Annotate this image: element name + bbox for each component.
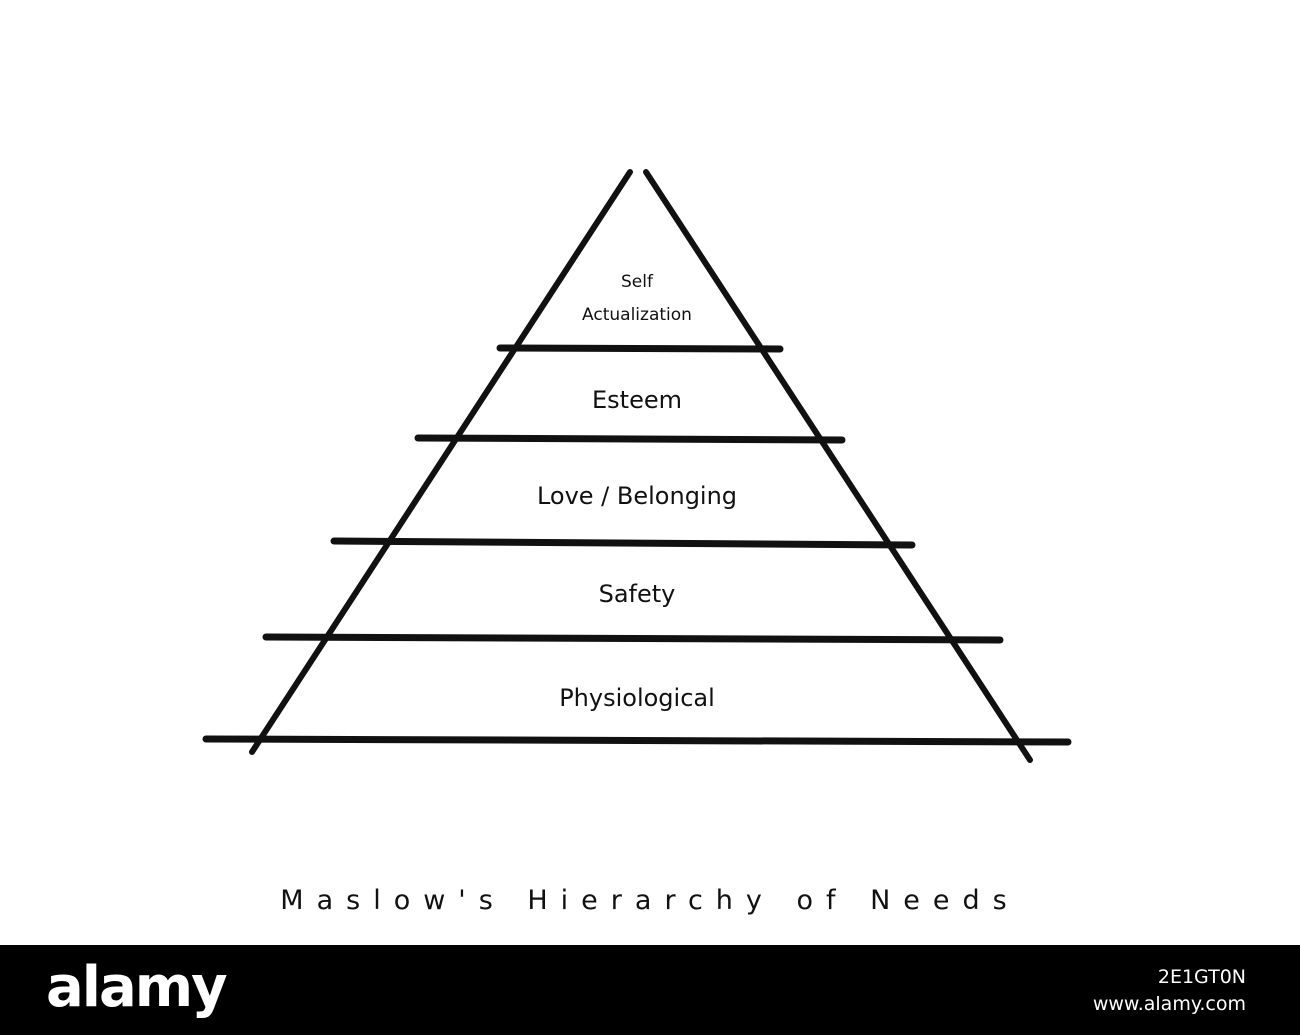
label-self-actualization-line-1: Self [621,272,654,292]
tier-divider-2 [414,434,846,444]
tier-divider-sketch-1 [505,345,773,349]
tier-divider-sketch-2 [423,435,835,440]
tier-divider-sketch-4 [271,634,993,640]
tier-divider-sketch-3 [339,538,905,545]
pyramid-right-edge-sketch [649,177,1025,753]
tier-divider-1 [496,344,784,353]
tier-divider-5 [202,735,1072,746]
label-physiological: Physiological [559,684,715,712]
label-self-actualization-line-2: Actualization [582,305,692,325]
image-id: 2E1GT0N [1157,966,1246,988]
label-safety: Safety [599,580,676,608]
diagram-title: Maslow's Hierarchy of Needs [280,885,1020,916]
watermark-logo: alamy [46,955,228,1020]
label-love-belonging: Love / Belonging [537,482,737,510]
label-esteem: Esteem [592,386,682,414]
pyramid-strokes [202,169,1072,763]
tier-divider-3 [330,537,916,549]
site-url: www.alamy.com [1092,993,1246,1015]
tier-divider-4 [262,633,1004,644]
pyramid-left-edge-sketch [254,175,628,747]
watermark-bar: alamy 2E1GT0N www.alamy.com [0,945,1300,1035]
tier-divider-sketch-5 [211,736,1061,742]
